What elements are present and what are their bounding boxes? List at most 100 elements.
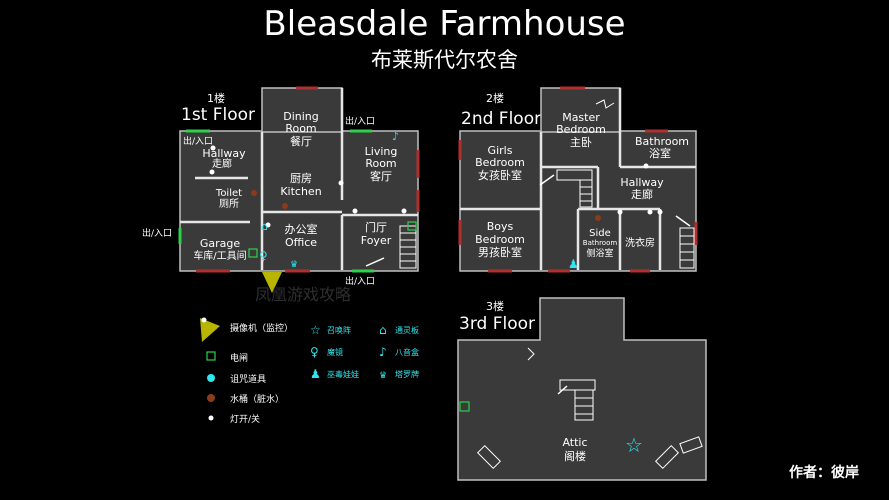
dining-label-cn: 餐厅 [290, 134, 312, 148]
light-switch-icon [647, 209, 653, 215]
floor1-plan: Dining Room 餐厅 Hallway 走廊 Living Room 客厅… [142, 86, 420, 304]
garage-label-en: Garage [200, 237, 241, 250]
breaker-icon [459, 401, 470, 412]
foyer-label-cn: 门厅 [365, 220, 387, 234]
legend-bucket: 水桶（脏水） [230, 395, 285, 405]
kitchen-label-en: Kitchen [280, 185, 321, 198]
exit-label: 出/入口 [142, 227, 172, 239]
camera-icon [262, 272, 282, 293]
music-box-icon: ♪ [379, 345, 387, 359]
light-switch-icon [209, 169, 215, 175]
attic-label-cn: 阁楼 [564, 449, 586, 463]
laundry-label-cn: 洗衣房 [625, 236, 655, 249]
hallway-label-cn: 走廊 [212, 157, 232, 170]
kitchen-label-cn: 厨房 [290, 172, 312, 185]
stairs-icon [556, 169, 593, 208]
legend-ouija: 通灵板 [395, 326, 419, 335]
bucket-icon [282, 203, 288, 209]
voodoo-doll-icon: ♟ [310, 367, 321, 381]
floor2-name: 2nd Floor [461, 109, 542, 129]
foyer-label-en: Foyer [361, 234, 392, 247]
bucket-icon [595, 215, 601, 221]
living-label-cn: 客厅 [370, 169, 392, 183]
girls-label-cn: 女孩卧室 [478, 168, 522, 182]
furniture-box [679, 436, 703, 454]
bathroom-label-cn: 浴室 [649, 146, 671, 160]
boys-label-en2: Bedroom [475, 233, 525, 246]
light-switch-icon [401, 208, 407, 214]
legend-musicbox: 八音盒 [395, 348, 419, 357]
legend-cursed: 诅咒道具 [230, 375, 267, 385]
hallway2-label-cn: 走廊 [631, 187, 653, 201]
light-switch-icon [208, 415, 214, 421]
master-label-cn: 主卧 [570, 136, 592, 149]
light-switch-icon [643, 163, 649, 169]
tarot-icon: ♛ [379, 371, 387, 381]
boys-label-en: Boys [487, 220, 514, 233]
arrow-icon [365, 257, 385, 267]
exit-label: 出/入口 [345, 275, 375, 287]
attic-label-en: Attic [562, 436, 587, 449]
toilet-label-en: Toilet [215, 188, 242, 199]
arrow-icon [539, 174, 555, 186]
garage-label-cn: 车库/工具间 [193, 249, 246, 262]
side-label-en: Side [589, 228, 611, 239]
stairs-icon [399, 225, 417, 269]
attic-outline [457, 297, 707, 481]
author-credit: 作者：彼岸 [789, 465, 859, 481]
legend-breaker: 电闸 [230, 354, 249, 364]
side-label-cn: 侧浴室 [586, 247, 613, 259]
cursed-item-icon [207, 374, 215, 382]
floor2-tag: 2楼 [486, 92, 504, 105]
mirror-icon: ♀ [259, 249, 268, 263]
girls-label-en: Girls [488, 144, 513, 157]
light-switch-icon [338, 180, 344, 186]
ouija-board-icon: ⌂ [261, 220, 268, 233]
floor3-tag: 3楼 [486, 300, 504, 313]
watermark: 凤凰游戏攻略 [255, 285, 351, 304]
legend-light: 灯开/关 [230, 415, 261, 425]
exit-label: 出/入口 [183, 135, 213, 147]
mirror-icon: ♀ [310, 345, 319, 359]
girls-label-en2: Bedroom [475, 156, 525, 169]
legend-doll: 巫毒娃娃 [327, 370, 359, 379]
breaker-icon [248, 248, 258, 258]
bucket-icon [207, 394, 215, 402]
light-switch-icon [657, 209, 663, 215]
furniture-box [654, 444, 680, 470]
tarot-icon: ♛ [290, 260, 298, 270]
arrow-icon [675, 215, 691, 227]
floor1-name: 1st Floor [181, 105, 256, 125]
hallway2-label-en: Hallway [620, 176, 664, 189]
camera-icon [200, 318, 220, 342]
light-switch-icon [265, 222, 271, 228]
light-switch-icon [352, 208, 358, 214]
arrow-icon [557, 385, 568, 395]
legend-camera: 摄像机（监控） [230, 324, 294, 334]
summoning-circle-icon: ☆ [310, 323, 321, 337]
legend-mirror: 魔镜 [327, 348, 343, 357]
boys-label-cn: 男孩卧室 [478, 245, 522, 259]
legend-tarot: 塔罗牌 [395, 370, 419, 379]
exit-label: 出/入口 [345, 115, 375, 127]
bucket-icon [251, 190, 257, 196]
floor2-plan: Master Bedroom 主卧 Bathroom 浴室 Girls Bedr… [458, 86, 698, 273]
page-subtitle: 布莱斯代尔农舍 [371, 48, 518, 72]
breaker-icon [206, 351, 216, 361]
floor1-tag: 1楼 [207, 92, 225, 105]
side-label-en2: Bathroom [583, 239, 618, 247]
light-switch-icon [201, 317, 207, 323]
dining-label-en2: Room [285, 122, 316, 135]
master-label-en: Master [562, 111, 600, 124]
music-box-icon: ♪ [392, 130, 399, 143]
bathroom-label-en: Bathroom [635, 135, 689, 148]
office-label-cn: 办公室 [285, 222, 318, 236]
light-switch-icon [210, 145, 216, 151]
floor1-outline [179, 130, 419, 272]
legend-summon: 召唤阵 [327, 326, 351, 335]
ouija-board-icon: ⌂ [379, 323, 387, 337]
light-switch-icon [617, 209, 623, 215]
toilet-label-cn: 厕所 [219, 198, 239, 210]
dining-label-en: Dining [283, 110, 319, 123]
